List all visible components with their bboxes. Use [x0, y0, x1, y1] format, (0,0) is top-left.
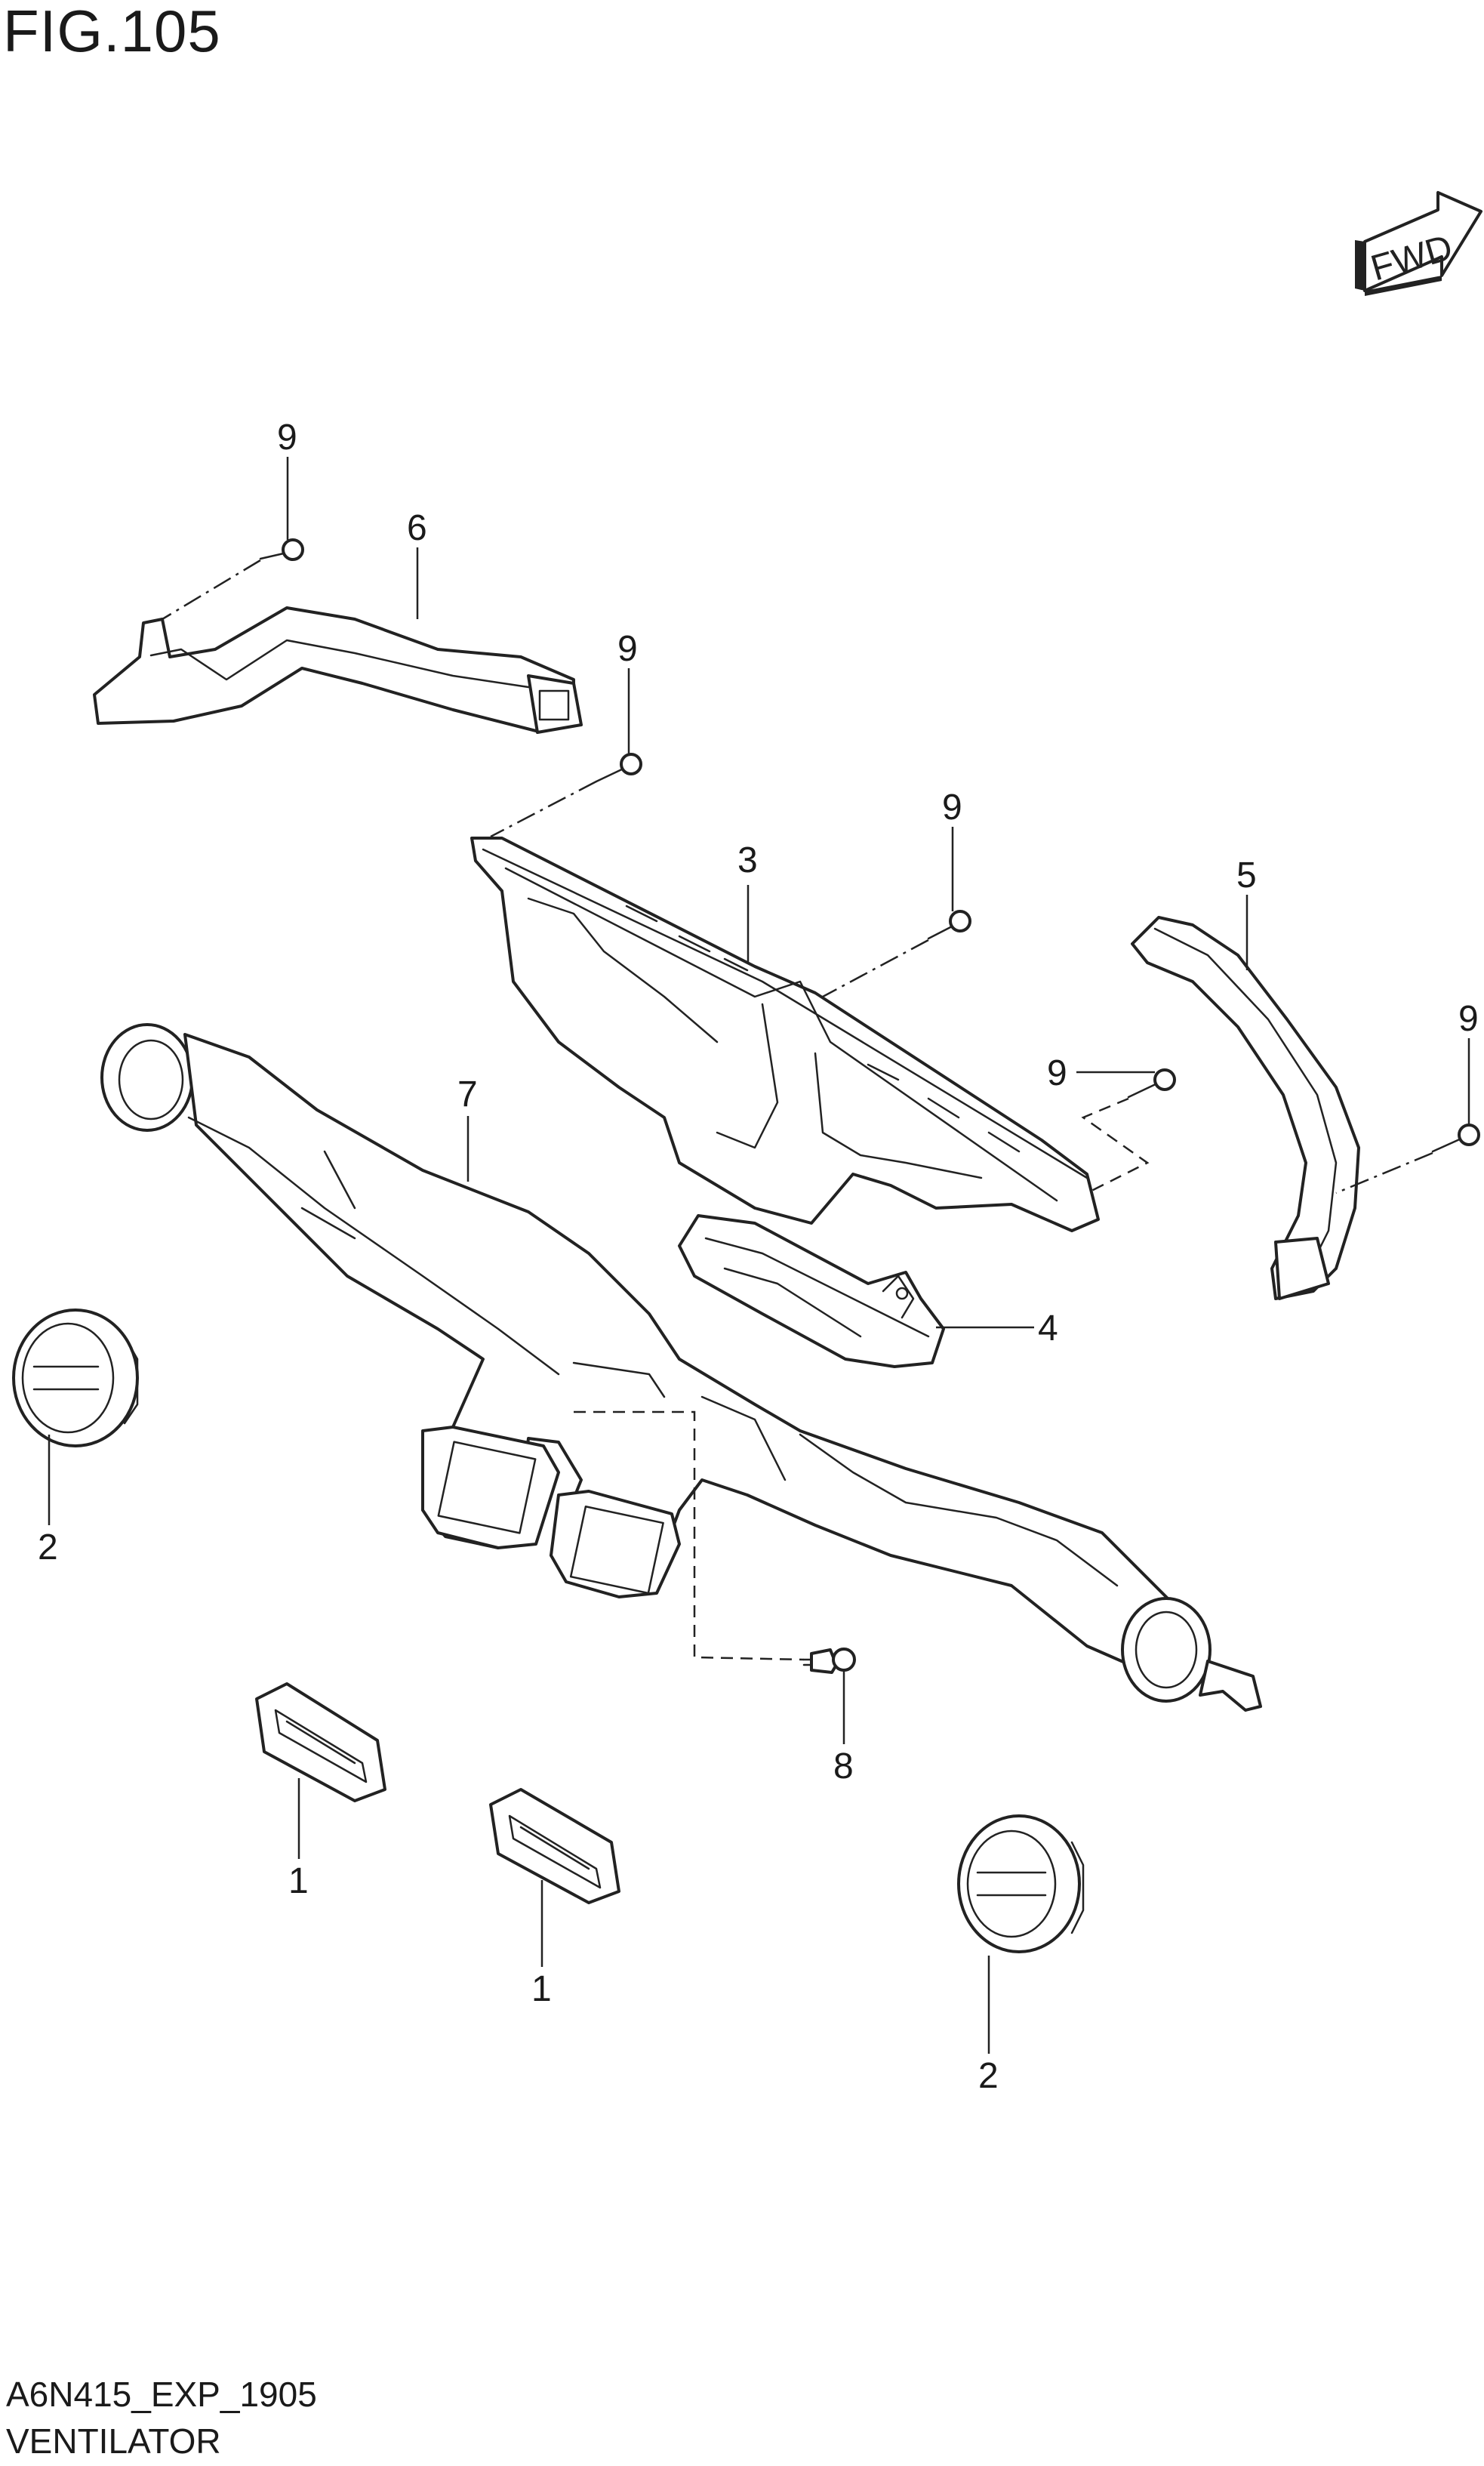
- part-6-side-duct: [93, 606, 583, 734]
- screw-9b-icon: [595, 753, 642, 783]
- part-2-round-vent-left: [12, 1309, 139, 1447]
- part-2-round-vent-right: [957, 1814, 1085, 1953]
- figure-title: FIG.105: [3, 0, 221, 64]
- callout-2: 2: [38, 1527, 58, 1567]
- leader-lines: [48, 457, 1470, 2054]
- figure-name: VENTILATOR: [6, 2421, 221, 2461]
- callout-4: 4: [1038, 1309, 1058, 1349]
- callout-6: 6: [407, 508, 427, 548]
- callout-7: 7: [457, 1074, 478, 1114]
- callout-labels: 9 6 9 3 9 5 9 9 7 4 2 8 1 1 2: [38, 418, 1479, 2096]
- callout-9: 9: [942, 788, 962, 828]
- callout-3: 3: [737, 840, 758, 880]
- screw-9c-icon: [927, 910, 971, 940]
- callout-9: 9: [277, 418, 297, 458]
- part-3-upper-duct: [470, 837, 1100, 1232]
- screw-9a-icon: [259, 538, 304, 561]
- callout-8: 8: [833, 1746, 854, 1786]
- callout-5: 5: [1236, 855, 1257, 895]
- callout-9: 9: [1458, 999, 1479, 1039]
- callout-2: 2: [978, 2056, 999, 2096]
- part-8-clip: [802, 1648, 856, 1674]
- part-7-main-duct: [100, 1023, 1262, 1712]
- part-1-rect-vent-right: [489, 1788, 620, 1904]
- callout-9: 9: [617, 629, 638, 669]
- callout-1: 1: [288, 1861, 309, 1901]
- screw-9d-icon: [1127, 1068, 1176, 1099]
- part-9-screws: [259, 538, 1480, 1153]
- figure-code: A6N415_EXP_1905: [6, 2375, 317, 2414]
- screw-9e-icon: [1431, 1124, 1480, 1153]
- part-4-bracket: [678, 1214, 945, 1368]
- part-1-rect-vent-left: [255, 1682, 386, 1802]
- fwd-arrow-icon: FWD: [1355, 191, 1482, 296]
- callout-1: 1: [531, 1969, 552, 2009]
- callout-9: 9: [1047, 1053, 1067, 1093]
- part-5-side-duct: [1131, 916, 1360, 1300]
